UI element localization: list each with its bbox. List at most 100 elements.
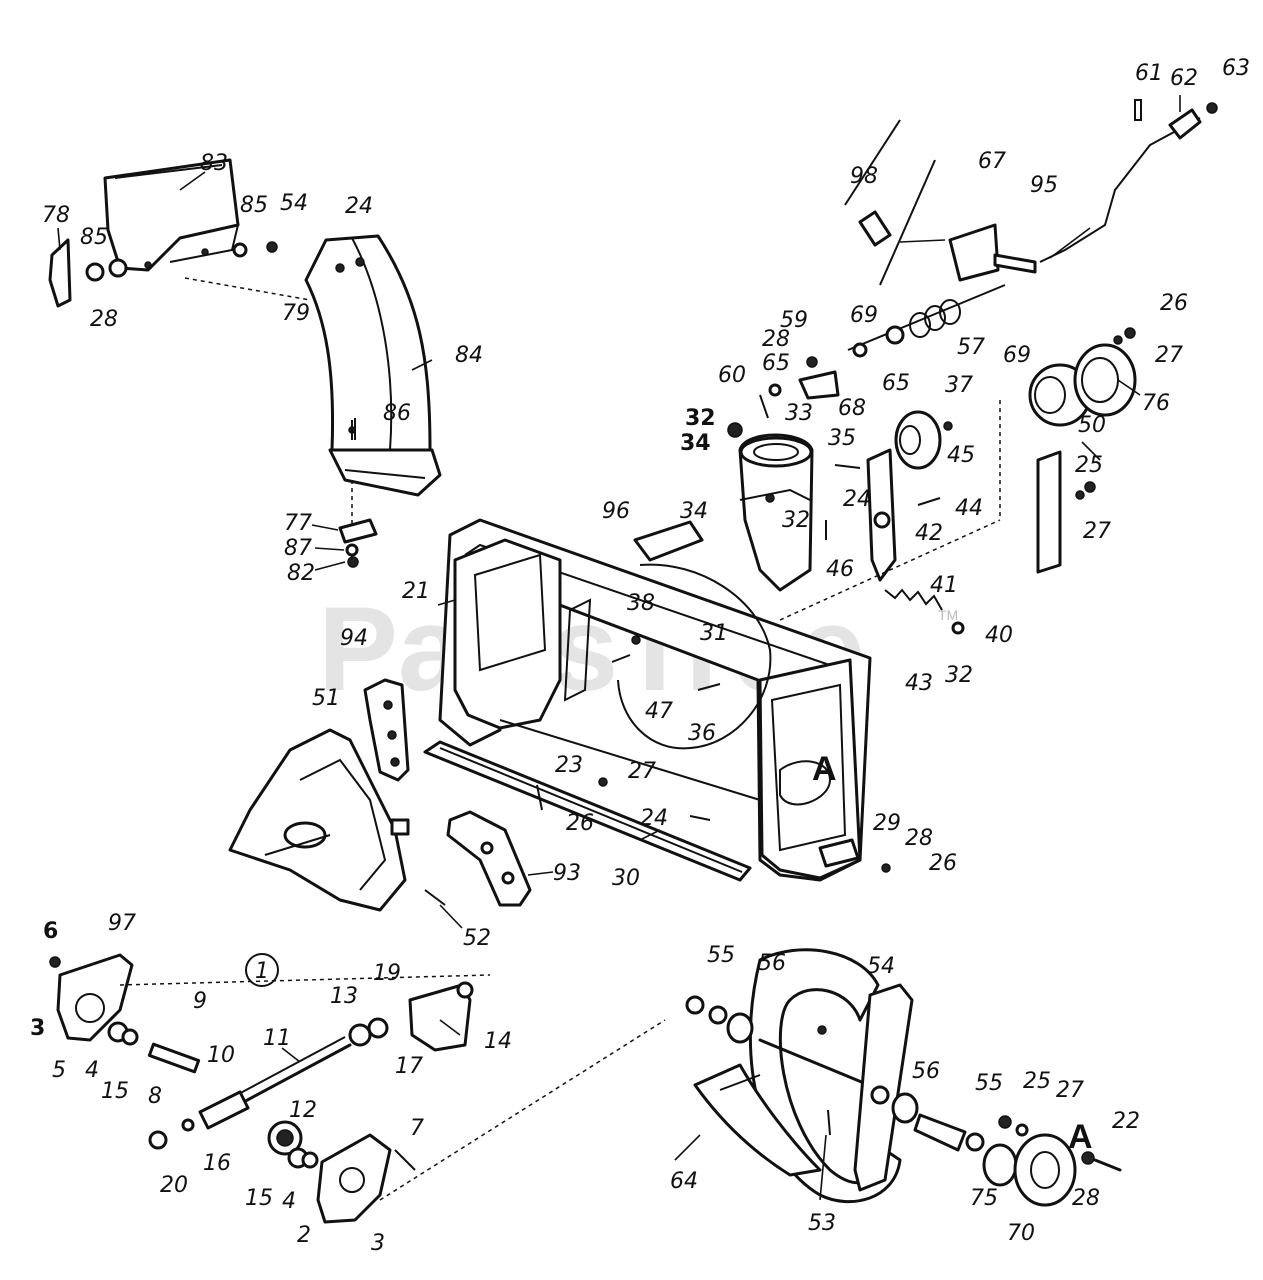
part-label: 95 [1030,173,1058,198]
part-label: 46 [826,557,854,582]
part-label: 67 [978,149,1006,174]
part-labels: 83 78 85 85 54 24 79 28 84 86 77 87 82 9… [30,56,1250,1256]
part-label: 7 [410,1116,424,1141]
part-label: 79 [282,301,310,326]
part-label: 87 [284,536,312,561]
part-label: 15 [101,1079,129,1104]
part-label: 32 [782,508,810,533]
part-label: 47 [645,699,673,724]
part-label: 26 [929,851,957,876]
part-label: 21 [402,579,430,604]
part-label: 34 [680,499,708,524]
part-label: 64 [670,1169,698,1194]
part-label: 17 [395,1054,423,1079]
part-label: 77 [284,511,312,536]
part-label: 34 [680,431,711,456]
drive-pulley-45 [894,410,942,470]
part-label: 37 [945,373,973,398]
part-label: 41 [930,573,958,598]
part-label: 85 [240,193,268,218]
part-label: 24 [345,194,373,219]
part-label: 53 [808,1211,836,1236]
chute-clip [338,518,378,568]
part-label: 3 [371,1231,385,1256]
section-washers [107,1017,416,1171]
part-label: 43 [905,671,933,696]
part-label: 24 [640,806,668,831]
part-label: 32 [945,663,973,688]
part-label: 56 [758,951,786,976]
part-label: 70 [1007,1221,1035,1246]
part-label: 26 [1160,291,1188,316]
part-label: 51 [312,686,340,711]
worm-shaft-11 [147,1036,352,1130]
chute-deflector [103,158,240,272]
part-label: 27 [1056,1078,1084,1103]
part-label: 32 [685,406,716,431]
part-label: 28 [905,826,933,851]
section-callout-1: 1 [245,953,279,987]
part-label: 57 [957,335,985,360]
part-label: 27 [1155,343,1183,368]
gear-case-2 [316,1133,392,1224]
reference-letter-a-housing: A [812,750,837,788]
part-label: 11 [263,1026,291,1051]
part-label: 97 [108,911,136,936]
part-label: 4 [282,1189,296,1214]
flange-76 [1073,343,1137,417]
part-label: 22 [1112,1109,1140,1134]
part-label: 15 [245,1186,273,1211]
deflector-bracket [48,238,278,308]
part-label: 54 [867,954,895,979]
gear-case-5 [49,953,134,1042]
auger-housing [438,518,872,882]
gasket-14 [408,981,474,1052]
part-label: 35 [828,426,856,451]
auger-64 [693,948,914,1204]
part-label: 2 [297,1223,311,1248]
part-label: 94 [340,626,368,651]
part-label: 13 [330,984,358,1009]
part-label: 4 [85,1058,99,1083]
section-callout-1-label: 1 [255,959,269,984]
part-label: 96 [602,499,630,524]
part-label: 3 [30,1016,45,1041]
reference-letter-a-auger: A [1068,1118,1093,1156]
part-label: 19 [373,961,401,986]
part-label: 29 [873,811,901,836]
part-label: 65 [762,351,790,376]
part-label: 69 [850,303,878,328]
chute-rotator [759,284,1006,419]
part-label: 55 [707,943,735,968]
part-label: 44 [955,496,983,521]
part-label: 25 [1075,453,1103,478]
part-label: 45 [947,443,975,468]
worm-gear-12 [267,1120,303,1156]
part-label: 93 [553,861,581,886]
part-label: 65 [882,371,910,396]
part-label: 20 [160,1173,188,1198]
scraper-bar [423,740,752,882]
part-label: 52 [463,926,491,951]
part-label: 10 [207,1043,235,1068]
part-label: 27 [1083,519,1111,544]
part-label: 85 [80,225,108,250]
idler-arm-42 [866,448,897,582]
part-label: 25 [1023,1069,1051,1094]
spring-41 [884,588,965,635]
part-label: 50 [1078,413,1106,438]
part-label: 62 [1170,66,1198,91]
part-label: 33 [785,401,813,426]
part-label: 82 [287,561,315,586]
chute-base [727,422,814,592]
part-label: 26 [566,811,594,836]
part-label: 6 [43,919,58,944]
part-label: 55 [975,1071,1003,1096]
part-label: 83 [200,151,228,176]
part-label: 28 [762,327,790,352]
part-label: 28 [1072,1186,1100,1211]
skid-shoe-93 [446,810,532,907]
part-label: 24 [843,487,871,512]
plate-25 [1036,450,1062,574]
